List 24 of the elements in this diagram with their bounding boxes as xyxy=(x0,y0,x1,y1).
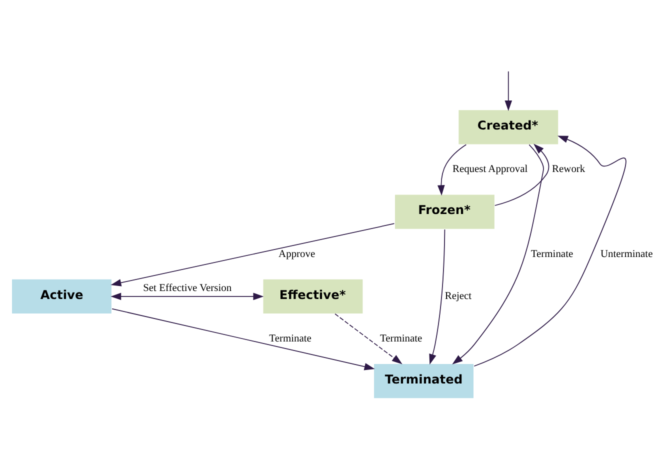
arrow xyxy=(334,313,402,364)
edge-label: Unterminate xyxy=(600,248,653,260)
node-box: Active xyxy=(11,278,112,314)
arrow xyxy=(452,144,544,364)
edge-label: Terminate xyxy=(269,333,312,344)
arrow xyxy=(112,308,375,370)
arrow xyxy=(494,144,550,206)
arrow xyxy=(110,292,264,300)
edge-label: Set Effective Version xyxy=(143,282,232,294)
arrow xyxy=(437,144,467,196)
node-box: Effective* xyxy=(262,278,364,314)
node-box: Created* xyxy=(458,109,559,146)
arrow xyxy=(504,70,512,111)
edge-label: Rework xyxy=(552,164,586,176)
edge-label: Request Approval xyxy=(452,164,528,176)
edge-label: Terminate xyxy=(530,248,574,260)
node-box: Terminated xyxy=(373,363,474,399)
arrow xyxy=(110,223,395,286)
edge-label: Terminate xyxy=(380,333,422,344)
arrow xyxy=(429,229,446,365)
node-box: Frozen* xyxy=(394,194,496,230)
edge-label: Reject xyxy=(444,291,472,302)
arrow xyxy=(474,136,626,367)
edge-label: Approve xyxy=(278,248,316,260)
